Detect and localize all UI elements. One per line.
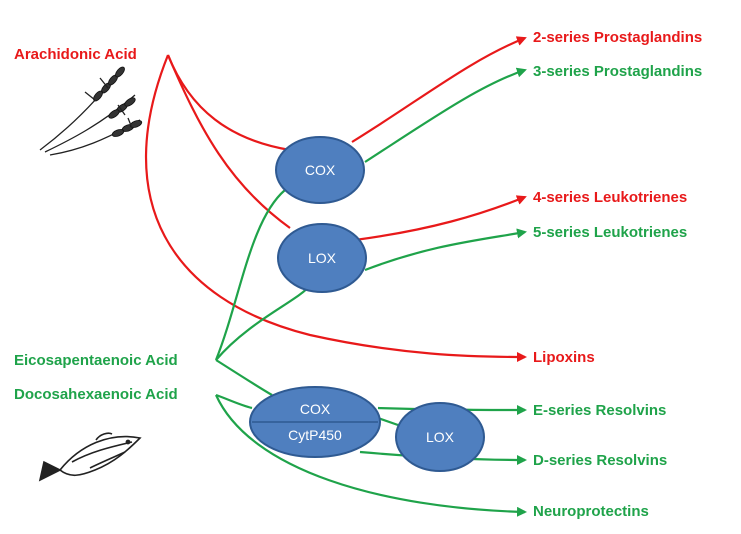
enzyme-label: LOX [426, 429, 455, 445]
path-aa-to-cox [166, 54, 291, 152]
product-lipoxins: Lipoxins [533, 349, 595, 366]
enzyme-cox-cytp450: COX CytP450 [249, 386, 381, 458]
path-cox-to-pg3 [364, 67, 527, 163]
enzyme-cox-top: COX [275, 136, 365, 204]
path-dha-to-coxcyt [215, 393, 253, 410]
path-aa-to-lox [166, 54, 291, 229]
source-docosahexaenoic-acid: Docosahexaenoic Acid [14, 386, 178, 403]
product-neuroprotectins: Neuroprotectins [533, 503, 649, 520]
enzyme-label: LOX [308, 250, 337, 266]
path-cox-to-pg2 [351, 36, 527, 143]
path-aa-to-lipoxins [145, 54, 527, 362]
product-d-series-resolvins: D-series Resolvins [533, 452, 667, 469]
source-eicosapentaenoic-acid: Eicosapentaenoic Acid [14, 352, 178, 369]
path-dha-to-neuro [214, 394, 527, 517]
path-epa-to-cox [214, 189, 286, 361]
product-3-series-prostaglandins: 3-series Prostaglandins [533, 63, 702, 80]
enzyme-lox-mid: LOX [277, 223, 367, 293]
fish-icon [38, 432, 142, 482]
enzyme-lox-bottom: LOX [395, 402, 485, 472]
path-lox-to-lt5 [364, 228, 527, 272]
omega6-paths [145, 36, 527, 362]
wheat-icon [39, 66, 143, 156]
product-2-series-prostaglandins: 2-series Prostaglandins [533, 29, 702, 46]
enzyme-label: CytP450 [288, 427, 342, 443]
product-4-series-leukotrienes: 4-series Leukotrienes [533, 189, 687, 206]
path-coxcyt-to-lox2 [377, 416, 399, 427]
path-epa-to-cox-cyt [215, 359, 273, 396]
source-arachidonic-acid: Arachidonic Acid [14, 46, 137, 63]
path-lox-to-lt4 [354, 195, 527, 242]
product-e-series-resolvins: E-series Resolvins [533, 402, 666, 419]
path-epa-to-lox [215, 284, 311, 361]
enzyme-label: COX [300, 401, 331, 417]
product-5-series-leukotrienes: 5-series Leukotrienes [533, 224, 687, 241]
enzyme-label: COX [305, 162, 336, 178]
